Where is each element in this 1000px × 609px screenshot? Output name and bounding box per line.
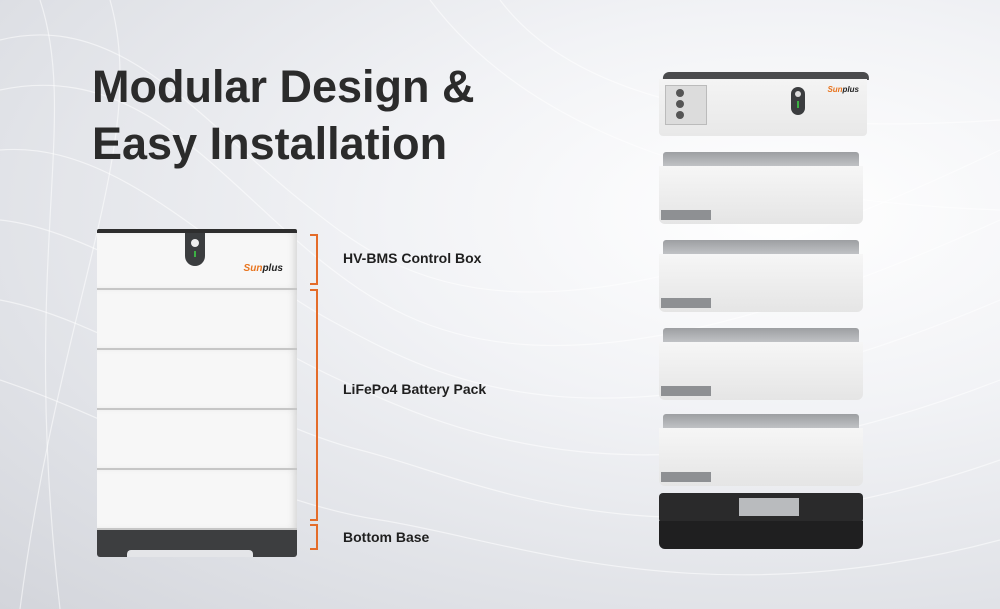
power-button-icon — [791, 87, 805, 115]
exploded-battery-module-2 — [659, 240, 863, 312]
exploded-battery-module-3 — [659, 328, 863, 400]
brand-logo: Sunplus — [827, 85, 859, 94]
brand-logo: Sunplus — [243, 263, 283, 274]
battery-module-1 — [97, 288, 297, 348]
assembled-battery-stack: Sunplus — [97, 229, 297, 557]
title-line-2: Easy Installation — [92, 118, 448, 169]
battery-module-3 — [97, 408, 297, 468]
bracket-battery-pack — [310, 289, 318, 521]
power-button-dot-icon — [191, 239, 199, 247]
title-line-1: Modular Design & — [92, 61, 475, 112]
bracket-control-box — [310, 234, 318, 285]
control-box: Sunplus — [97, 229, 297, 288]
battery-module-4 — [97, 468, 297, 528]
exploded-bottom-base — [659, 493, 863, 563]
page-title: Modular Design & Easy Installation — [92, 58, 475, 172]
status-led-icon — [194, 251, 196, 257]
base-foot-cutout — [127, 550, 253, 557]
power-button-icon — [185, 233, 205, 266]
label-lifepo4-battery-pack: LiFePo4 Battery Pack — [343, 381, 487, 397]
label-hv-bms-control-box: HV-BMS Control Box — [343, 250, 482, 266]
bottom-base — [97, 528, 297, 557]
connector-panel-icon — [665, 85, 707, 125]
bracket-bottom-base — [310, 524, 318, 550]
exploded-battery-module-1 — [659, 152, 863, 224]
exploded-battery-module-4 — [659, 414, 863, 486]
battery-module-2 — [97, 348, 297, 408]
label-bottom-base: Bottom Base — [343, 529, 430, 545]
exploded-control-box: Sunplus — [659, 79, 867, 136]
